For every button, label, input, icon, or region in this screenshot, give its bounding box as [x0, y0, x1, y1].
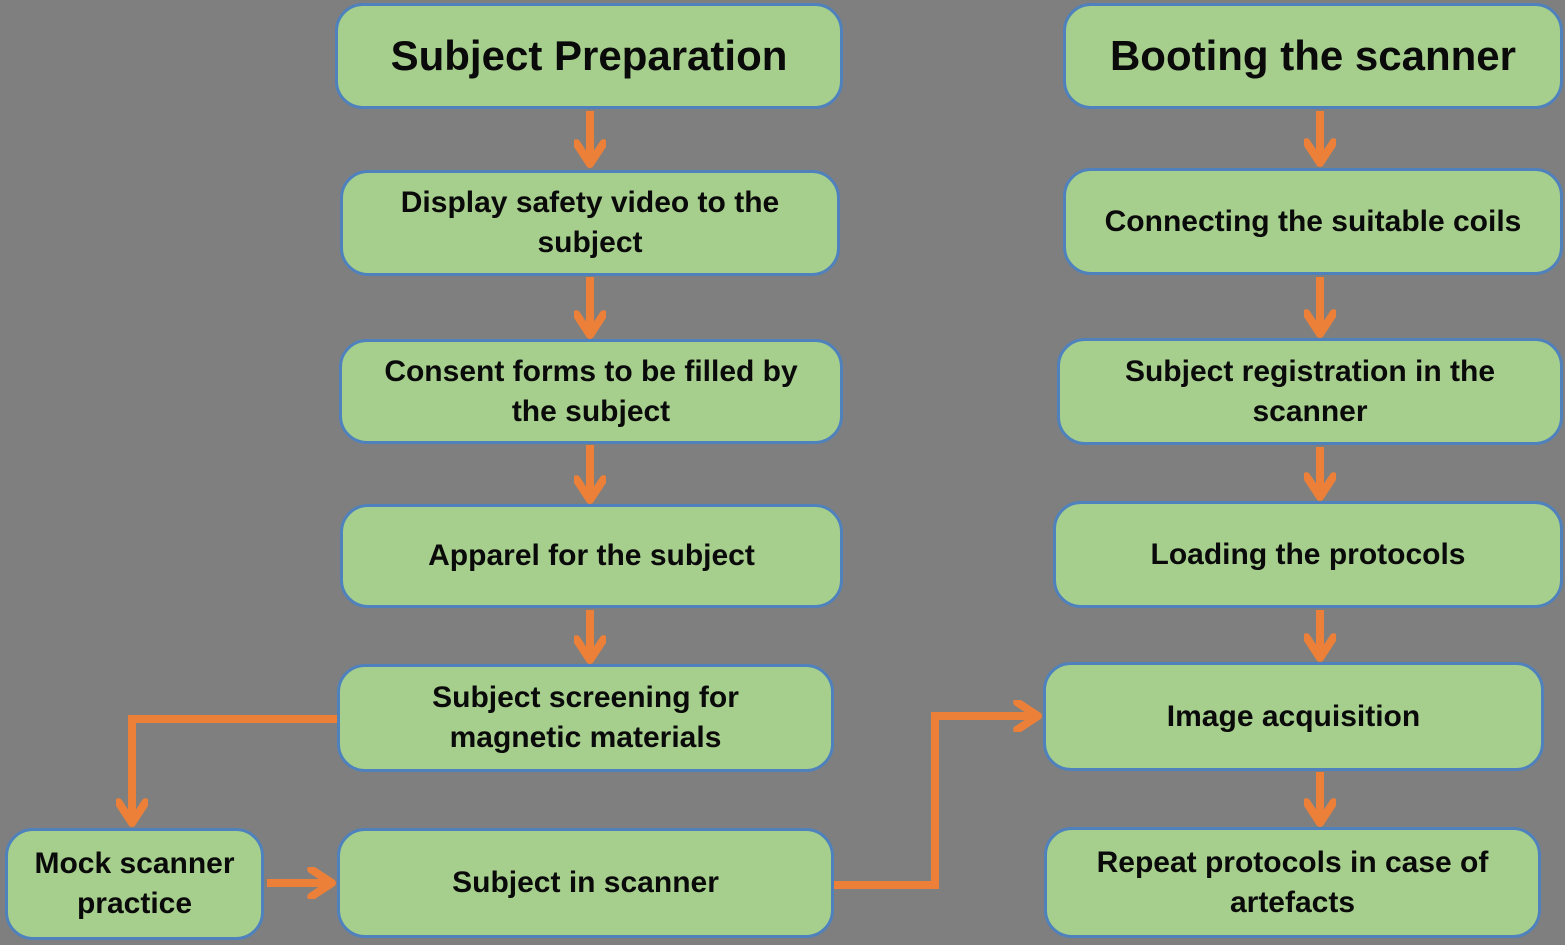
- node-apparel-for-subject: Apparel for the subject: [340, 504, 843, 608]
- arrow-subject-screening-to-mock-scanner-practice: [132, 715, 337, 823]
- node-subject-in-scanner: Subject in scanner: [337, 828, 834, 938]
- node-consent-forms: Consent forms to be filled by the subjec…: [339, 339, 843, 444]
- node-mock-scanner-practice: Mock scanner practice: [5, 828, 264, 940]
- node-repeat-protocols: Repeat protocols in case of artefacts: [1044, 827, 1541, 938]
- node-booting-scanner: Booting the scanner: [1063, 3, 1563, 109]
- node-connecting-coils: Connecting the suitable coils: [1063, 168, 1563, 275]
- node-subject-preparation: Subject Preparation: [335, 3, 843, 109]
- node-display-safety-video: Display safety video to the subject: [340, 170, 840, 276]
- node-subject-registration: Subject registration in the scanner: [1057, 338, 1563, 445]
- node-image-acquisition: Image acquisition: [1043, 662, 1544, 771]
- node-subject-screening: Subject screening for magnetic materials: [337, 664, 834, 772]
- node-loading-protocols: Loading the protocols: [1053, 501, 1563, 608]
- arrow-subject-in-scanner-to-image-acquisition: [834, 716, 1038, 889]
